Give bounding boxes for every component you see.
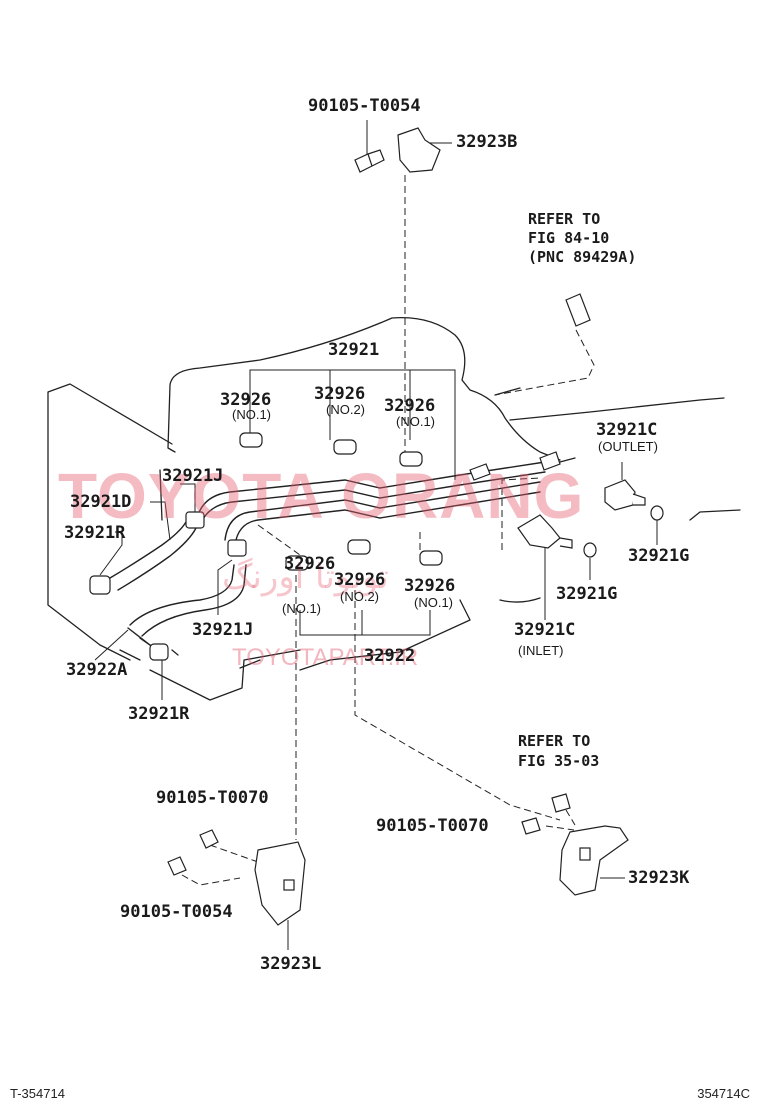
- bolt-left-a-shape: [199, 829, 219, 849]
- label-hose-32922a: 32922A: [66, 660, 128, 680]
- main-tube-lower: [224, 481, 541, 541]
- figure-id-right: 354714C: [697, 1086, 750, 1101]
- clamp-no2-upper-shape: [333, 439, 357, 455]
- clamp-no2-lower-shape: [347, 539, 371, 555]
- label-clamp-32921r-upper: 32921R: [64, 523, 126, 543]
- clamp-r-lower-shape: [149, 643, 169, 661]
- label-clamp-no2-upper: 32926: [314, 384, 366, 404]
- clamp-no1-upper-left-shape: [239, 432, 263, 448]
- leader-bracket-k: [354, 590, 561, 821]
- main-tube-lower-b: [234, 491, 541, 546]
- transmission-outline: [159, 316, 561, 671]
- bracket-k-shape: [559, 825, 629, 896]
- gasket-right-shape: [650, 505, 664, 521]
- note-inlet: (INLET): [518, 643, 564, 658]
- label-hose-32921d: 32921D: [70, 492, 132, 512]
- note-clamp-no1-upper-left: (NO.1): [232, 407, 271, 422]
- clamp-no1-lower-left-shape: [285, 555, 309, 571]
- bolt-top-shape: [354, 149, 385, 173]
- label-outlet-32921c: 32921C: [596, 420, 658, 440]
- clamp-no1-lower-right-shape: [419, 550, 443, 566]
- leader-bolt-right: [545, 809, 576, 831]
- left-case-outline: [47, 383, 173, 661]
- label-inlet-32921c: 32921C: [514, 620, 576, 640]
- label-bolt-top: 90105-T0054: [308, 96, 421, 116]
- clip-j-upper-shape: [185, 511, 205, 529]
- right-case-outline: [494, 387, 741, 521]
- bolt-right-shape: [521, 817, 541, 835]
- label-refer-fig35-line2: FIG 35-03: [518, 752, 600, 770]
- label-gasket-32921g-lower: 32921G: [556, 584, 618, 604]
- clamp-r-upper-shape: [89, 575, 111, 595]
- label-bolt-right: 90105-T0070: [376, 816, 489, 836]
- label-clamp-no1-upper-left: 32926: [220, 390, 272, 410]
- leader-32921-bracket: [249, 369, 456, 480]
- watermark-url: TOYOTAPART.IR: [232, 644, 419, 671]
- fitting-top-end-right: [539, 451, 561, 471]
- leader-32921j-lower: [217, 559, 233, 615]
- note-clamp-no2-lower: (NO.2): [340, 589, 379, 604]
- watermark-brand: TOYOTA ORANG: [58, 460, 585, 532]
- leader-32921r-upper: [99, 531, 123, 576]
- bolt-refer35-shape: [551, 793, 571, 813]
- clamp-no1-upper-right-shape: [399, 451, 423, 467]
- leader-32922a: [94, 629, 129, 661]
- leader-32922: [299, 610, 431, 636]
- label-bolt-left-a: 90105-T0070: [156, 788, 269, 808]
- figure-id-left: T-354714: [10, 1086, 65, 1101]
- label-bolt-left-b: 90105-T0054: [120, 902, 233, 922]
- hose-a-outline: [129, 564, 247, 637]
- bracket-k-hole: [579, 847, 591, 861]
- leader-32921j-upper: [180, 483, 196, 515]
- label-clamp-no1-upper-right: 32926: [384, 396, 436, 416]
- inlet-fitting-nozzle: [559, 537, 573, 549]
- leader-inlet: [501, 477, 541, 550]
- label-clamp-no1-lower-right: 32926: [404, 576, 456, 596]
- label-clamp-32921r-lower: 32921R: [128, 704, 190, 724]
- label-refer-fig84-line1: REFER TO: [528, 210, 601, 228]
- label-bracket-32923l: 32923L: [260, 954, 322, 974]
- gasket-lower-shape: [583, 542, 597, 558]
- leader-32921d: [150, 501, 171, 541]
- label-clip-32921j-upper: 32921J: [162, 466, 224, 486]
- label-clip-32921j-lower: 32921J: [192, 620, 254, 640]
- label-clamp-no1-lower-left: 32926: [284, 554, 336, 574]
- sensor-plug-shape: [565, 293, 591, 327]
- label-bracket-32923k: 32923K: [628, 868, 690, 888]
- fitting-top-end-upper: [469, 463, 491, 481]
- leader-clamp-lower: [257, 524, 421, 556]
- note-outlet: (OUTLET): [598, 439, 658, 454]
- note-clamp-no1-lower-left: (NO.1): [282, 601, 321, 616]
- label-refer-fig84-line3: (PNC 89429A): [528, 248, 637, 266]
- note-clamp-no2-upper: (NO.2): [326, 402, 365, 417]
- label-gasket-32921g-right: 32921G: [628, 546, 690, 566]
- label-bracket-32923b: 32923B: [456, 132, 518, 152]
- hose-d-outline: [109, 521, 197, 591]
- bracket-l-hole: [283, 879, 295, 891]
- note-clamp-no1-lower-right: (NO.1): [414, 595, 453, 610]
- clip-j-lower-shape: [227, 539, 247, 557]
- lower-frame: [149, 649, 301, 701]
- lower-rail: [119, 649, 179, 661]
- leader-bolt-lower: [181, 844, 259, 886]
- label-clamp-no2-lower: 32926: [334, 570, 386, 590]
- leader-refer-fig84: [494, 329, 595, 396]
- outlet-fitting-shape: [604, 479, 636, 511]
- bracket-b-shape: [397, 127, 441, 173]
- label-tube-32921: 32921: [328, 340, 380, 360]
- label-refer-fig35-line1: REFER TO: [518, 732, 591, 750]
- watermark-persian: تویوتا اورنگ: [222, 557, 389, 597]
- bolt-left-b-shape: [167, 856, 187, 876]
- outlet-fitting-nozzle: [632, 493, 646, 506]
- main-tube-upper: [197, 461, 546, 516]
- bracket-l-shape: [254, 841, 306, 926]
- label-refer-fig84-line2: FIG 84-10: [528, 229, 610, 247]
- note-clamp-no1-upper-right: (NO.1): [396, 414, 435, 429]
- label-clamp-32922: 32922: [364, 646, 416, 666]
